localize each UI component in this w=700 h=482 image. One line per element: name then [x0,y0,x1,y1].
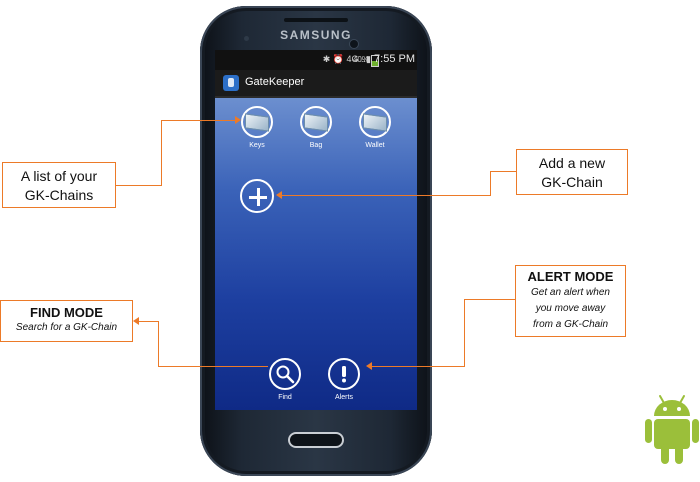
chain-label: Wallet [365,142,385,149]
chain-item-keys[interactable]: Keys [241,106,273,149]
connector-line [464,299,465,367]
status-icons: ✱ ⏰ 4G ..▮ [322,54,371,64]
main-content: Keys Bag Wallet [215,98,417,410]
find-circle[interactable] [269,358,301,390]
callout-alert-mode: ALERT MODE Get an alert when you move aw… [515,265,626,337]
callout-title: FIND MODE [30,305,103,320]
chain-item-wallet[interactable]: Wallet [359,106,391,149]
app-icon[interactable] [223,75,239,91]
callout-desc: you move away [535,303,606,314]
gk-chain-icon [304,112,328,132]
callout-title: ALERT MODE [527,269,614,284]
alerts-circle[interactable] [328,358,360,390]
callout-desc: from a GK-Chain [532,319,609,330]
callout-line: Add a new [538,155,606,171]
arrow-head [366,362,372,370]
callout-find-mode: FIND MODE Search for a GK-Chain [0,300,133,342]
arrow-head [235,116,241,124]
alerts-button[interactable]: Alerts [328,358,360,401]
callout-line: GK-Chains [24,187,94,203]
connector-line [161,120,162,186]
connector-line [158,321,159,367]
gk-chain-icon [363,112,387,132]
gk-chain-icon [245,112,269,132]
callout-line: A list of your [20,168,98,184]
home-button[interactable] [288,432,344,448]
chain-circle[interactable] [359,106,391,138]
connector-line [282,195,491,196]
phone-screen: ✱ ⏰ 4G ..▮ 40% 7:55 PM GateKeeper Keys B… [215,50,417,410]
status-time: 7:55 PM [374,53,415,65]
callout-chain-list: A list of your GK-Chains [2,162,116,208]
android-logo-icon [645,395,699,464]
callout-line: GK-Chain [541,174,603,190]
exclamation-icon [342,366,346,383]
front-camera [350,40,358,48]
find-label: Find [278,394,292,401]
connector-line [490,171,491,196]
chain-label: Keys [249,142,265,149]
battery-icon [371,55,379,67]
action-bar: GateKeeper [215,70,417,98]
callout-add-chain: Add a new GK-Chain [516,149,628,195]
phone-frame: SAMSUNG ✱ ⏰ 4G ..▮ 40% 7:55 PM GateKeepe… [200,6,432,476]
connector-line [139,321,159,322]
connector-line [158,366,268,367]
connector-line [161,120,237,121]
arrow-head [276,191,282,199]
alerts-label: Alerts [335,394,353,401]
chain-circle[interactable] [241,106,273,138]
chain-item-bag[interactable]: Bag [300,106,332,149]
connector-line [490,171,516,172]
proximity-sensor [244,36,249,41]
arrow-head [133,317,139,325]
chain-label: Bag [309,142,323,149]
connector-line [372,366,465,367]
callout-desc: Get an alert when [531,287,610,298]
callout-desc: Search for a GK-Chain [15,322,118,333]
status-bar: ✱ ⏰ 4G ..▮ 40% 7:55 PM [215,50,417,70]
search-icon [276,365,295,384]
connector-line [464,299,515,300]
battery-percent: 40% [352,55,369,64]
connector-line [116,185,162,186]
phone-brand: SAMSUNG [280,28,352,42]
add-chain-button[interactable] [240,179,274,213]
app-title: GateKeeper [245,76,305,88]
earpiece-speaker [284,18,348,22]
find-button[interactable]: Find [269,358,301,401]
chain-circle[interactable] [300,106,332,138]
